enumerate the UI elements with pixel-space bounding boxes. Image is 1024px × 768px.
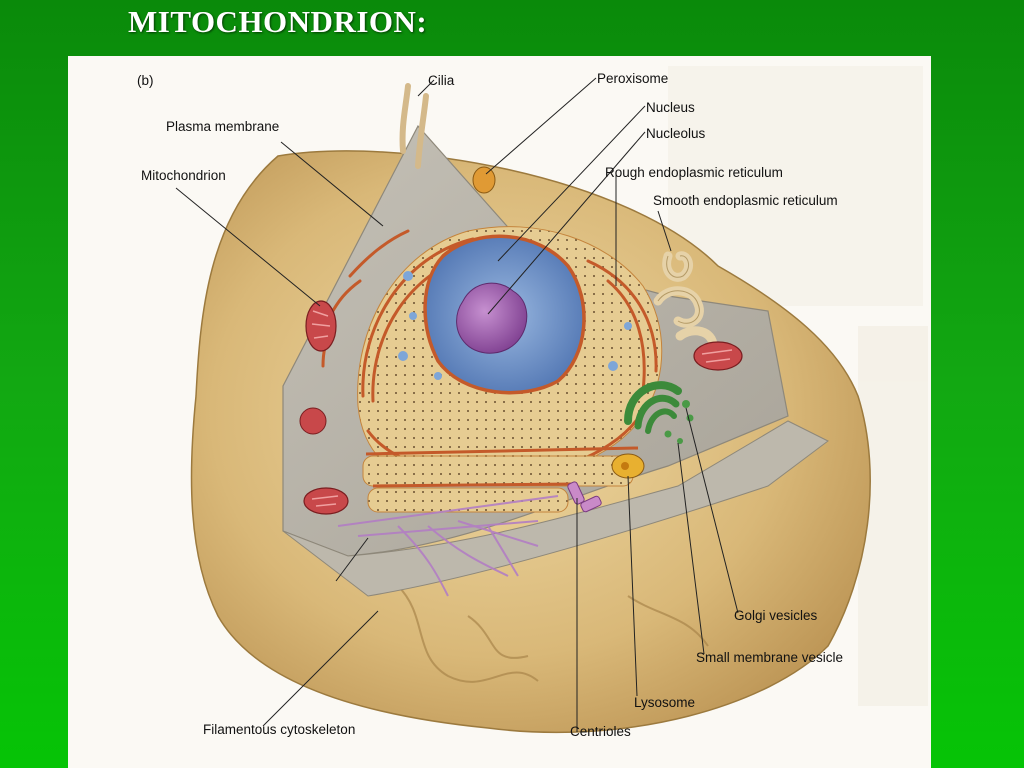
label-rough-er: Rough endoplasmic reticulum bbox=[605, 165, 783, 180]
label-centrioles: Centrioles bbox=[570, 724, 631, 739]
peroxisome bbox=[472, 166, 496, 194]
mitochondrion-bottom bbox=[303, 487, 349, 515]
mitochondria bbox=[303, 300, 743, 515]
label-nucleolus: Nucleolus bbox=[646, 126, 706, 141]
centrioles bbox=[567, 481, 602, 513]
rough-er-stacks bbox=[362, 446, 639, 513]
label-peroxisome: Peroxisome bbox=[597, 71, 668, 86]
cell-diagram-svg: (b) Cilia Peroxisome Nucleus Nucleolus P… bbox=[137, 66, 928, 739]
mitochondrion-left bbox=[305, 300, 337, 352]
smooth-er-outline bbox=[657, 255, 700, 324]
nucleolus bbox=[456, 282, 528, 354]
vesicle bbox=[299, 407, 327, 435]
mitochondrion-right bbox=[693, 341, 743, 371]
leader-lines bbox=[175, 77, 739, 732]
cilia bbox=[399, 83, 429, 169]
cell-diagram-figure: (b) Cilia Peroxisome Nucleus Nucleolus P… bbox=[68, 56, 931, 768]
label-nucleus: Nucleus bbox=[646, 100, 695, 115]
label-cilia: Cilia bbox=[428, 73, 455, 88]
golgi-apparatus bbox=[624, 381, 682, 434]
panel-tag: (b) bbox=[137, 73, 154, 88]
label-mitochondrion: Mitochondrion bbox=[141, 168, 226, 183]
surface-folds bbox=[397, 585, 709, 683]
label-small-membrane-vesicle: Small membrane vesicle bbox=[696, 650, 843, 665]
label-golgi-vesicles: Golgi vesicles bbox=[734, 608, 818, 623]
label-filamentous-cytoskeleton: Filamentous cytoskeleton bbox=[203, 722, 355, 737]
cytoplasm-floor bbox=[282, 420, 829, 597]
slide-title: MITOCHONDRION: bbox=[128, 4, 428, 39]
lysosome bbox=[611, 453, 645, 479]
golgi-vesicles bbox=[664, 400, 694, 444]
filamentous-cytoskeleton bbox=[337, 495, 559, 597]
nuclear-pores bbox=[398, 271, 632, 380]
label-lysosome: Lysosome bbox=[634, 695, 695, 710]
label-plasma-membrane: Plasma membrane bbox=[166, 119, 279, 134]
label-smooth-er: Smooth endoplasmic reticulum bbox=[653, 193, 838, 208]
